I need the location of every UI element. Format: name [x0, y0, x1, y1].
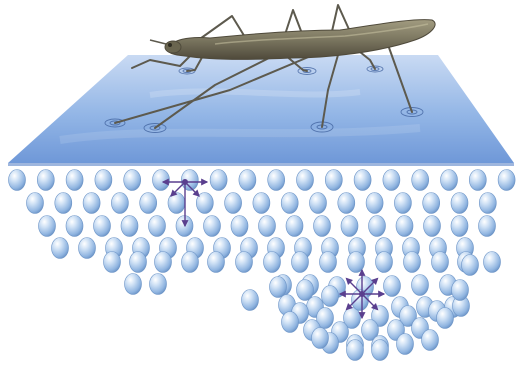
water-molecule [462, 255, 479, 276]
water-molecule [204, 216, 221, 237]
water-molecule [451, 216, 468, 237]
water-molecule [397, 334, 414, 355]
water-molecule [9, 170, 26, 191]
water-molecule [422, 330, 439, 351]
water-molecule [270, 277, 287, 298]
water-molecule [83, 193, 100, 214]
water-molecule [322, 286, 339, 307]
water-molecule [79, 238, 96, 259]
water-molecule [341, 216, 358, 237]
water-molecule [498, 170, 515, 191]
water-strider-body [150, 20, 435, 60]
molecule-center-dot [182, 179, 188, 185]
water-molecule [55, 193, 72, 214]
water-molecule [366, 193, 383, 214]
water-molecule [27, 193, 44, 214]
water-molecule [121, 216, 138, 237]
water-molecule [286, 216, 303, 237]
water-molecule [253, 193, 270, 214]
water-molecule [423, 193, 440, 214]
water-molecule [37, 170, 54, 191]
water-molecule [124, 170, 141, 191]
water-molecule [104, 252, 121, 273]
water-molecule [281, 193, 298, 214]
water-molecule [314, 216, 331, 237]
water-molecule [354, 170, 371, 191]
water-molecule [66, 170, 83, 191]
water-molecule [130, 252, 147, 273]
water-molecule [140, 193, 157, 214]
water-molecule [396, 216, 413, 237]
water-molecule [412, 275, 429, 296]
water-molecule [325, 170, 342, 191]
water-molecule [441, 170, 458, 191]
water-molecule [348, 252, 365, 273]
water-molecule [384, 276, 401, 297]
water-molecule [236, 252, 253, 273]
water-molecule [94, 216, 111, 237]
water-molecule [259, 216, 276, 237]
water-molecule [297, 170, 314, 191]
water-molecule [153, 170, 170, 191]
water-molecule [424, 216, 441, 237]
water-molecule [479, 193, 496, 214]
water-molecule [150, 274, 167, 295]
water-molecule [208, 252, 225, 273]
water-molecule [242, 290, 259, 311]
water-molecule [210, 170, 227, 191]
water-molecule [479, 216, 496, 237]
water-molecule [432, 252, 449, 273]
water-molecule [372, 340, 389, 361]
water-molecule [451, 193, 468, 214]
water-molecule [376, 252, 393, 273]
water-molecule [268, 170, 285, 191]
water-molecule [39, 216, 56, 237]
water-molecule [125, 274, 142, 295]
water-molecule [320, 252, 337, 273]
water-molecule [231, 216, 248, 237]
water-molecules [9, 170, 516, 361]
water-molecule [484, 252, 501, 273]
water-molecule [66, 216, 83, 237]
water-molecule [149, 216, 166, 237]
water-molecule [437, 308, 454, 329]
water-molecule [155, 252, 172, 273]
water-molecule [404, 252, 421, 273]
water-molecule [292, 252, 309, 273]
water-molecule [312, 328, 329, 349]
water-molecule [239, 170, 256, 191]
water-molecule [347, 340, 364, 361]
water-molecule [338, 193, 355, 214]
water-molecule [225, 193, 242, 214]
water-molecule [369, 216, 386, 237]
molecule-center-dot [359, 291, 365, 297]
water-molecule [282, 312, 299, 333]
water-molecule [264, 252, 281, 273]
water-molecule [52, 238, 69, 259]
water-molecule [469, 170, 486, 191]
water-surface [8, 55, 514, 166]
water-molecule [111, 193, 128, 214]
water-molecule [182, 252, 199, 273]
water-molecule [310, 193, 327, 214]
water-molecule [412, 170, 429, 191]
water-molecule [95, 170, 112, 191]
water-molecule [394, 193, 411, 214]
water-molecule [452, 280, 469, 301]
water-molecule [297, 280, 314, 301]
water-molecule [383, 170, 400, 191]
